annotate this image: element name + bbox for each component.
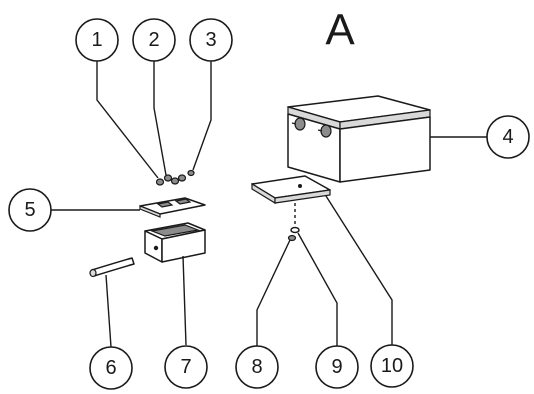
callout-6-label: 6 (105, 357, 116, 379)
leader-7 (182, 255, 187, 346)
leader-10 (325, 195, 393, 345)
screw-icon (155, 178, 165, 186)
callout-7-label: 7 (180, 356, 191, 378)
callout-5-label: 5 (24, 199, 35, 221)
callout-2: 2 (132, 18, 176, 62)
callout-6: 6 (89, 346, 133, 390)
callout-3-label: 3 (205, 29, 216, 51)
bolt-icon (287, 234, 297, 242)
callout-8: 8 (235, 345, 279, 389)
hose-icon (89, 257, 135, 278)
leader-2 (153, 61, 167, 176)
tray-bracket-icon (251, 175, 331, 205)
cover-plate-icon (139, 197, 206, 218)
callout-9: 9 (315, 345, 359, 389)
figure-label: A (325, 6, 355, 55)
callout-8-label: 8 (251, 356, 262, 378)
terminal-box-icon (144, 222, 206, 263)
battery-icon (287, 95, 431, 183)
nuts-icon (163, 174, 187, 185)
callout-10: 10 (370, 344, 414, 388)
callout-4-label: 4 (502, 126, 513, 148)
callout-2-label: 2 (148, 29, 159, 51)
leader-1 (96, 61, 159, 179)
screw-icon (187, 169, 195, 177)
leader-6 (105, 274, 112, 348)
callout-1-label: 1 (91, 29, 102, 51)
callout-7: 7 (164, 345, 208, 389)
callout-4: 4 (486, 115, 530, 159)
callout-3: 3 (189, 18, 233, 62)
washer-icon (290, 203, 300, 234)
callout-1: 1 (75, 18, 119, 62)
callout-5: 5 (8, 188, 52, 232)
callout-10-label: 10 (381, 355, 403, 377)
leader-8 (256, 239, 291, 346)
callout-9-label: 9 (331, 356, 342, 378)
leader-3 (192, 61, 212, 171)
leader-9 (297, 232, 338, 346)
